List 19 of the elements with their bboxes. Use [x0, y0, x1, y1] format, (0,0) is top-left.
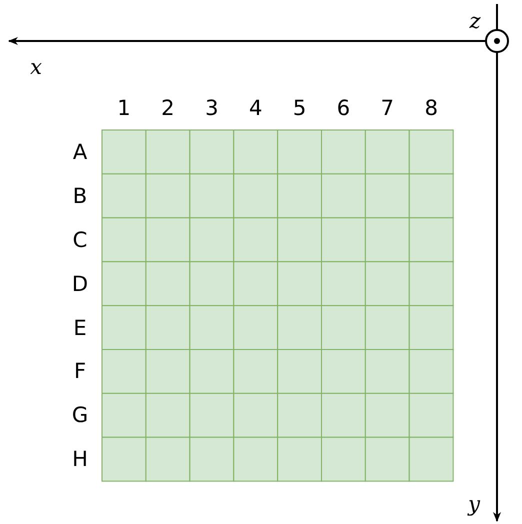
row-label: H	[72, 447, 88, 472]
row-label: A	[72, 140, 88, 164]
row-label: B	[72, 184, 88, 208]
column-label: 2	[161, 96, 175, 120]
column-label: 5	[292, 96, 306, 120]
column-label: 3	[205, 96, 218, 120]
axis-label: z	[469, 9, 481, 33]
row-label: C	[72, 228, 88, 252]
row-label: F	[74, 359, 86, 384]
axis-label: x	[30, 55, 42, 79]
column-label: 8	[424, 96, 438, 120]
column-label: 6	[336, 96, 350, 120]
row-label: G	[72, 403, 88, 428]
axis-label: y	[468, 492, 480, 516]
row-label: E	[73, 316, 87, 340]
row-label: D	[72, 272, 88, 296]
column-label: 7	[380, 96, 394, 120]
column-label: 1	[117, 96, 131, 120]
column-label: 4	[248, 96, 262, 120]
